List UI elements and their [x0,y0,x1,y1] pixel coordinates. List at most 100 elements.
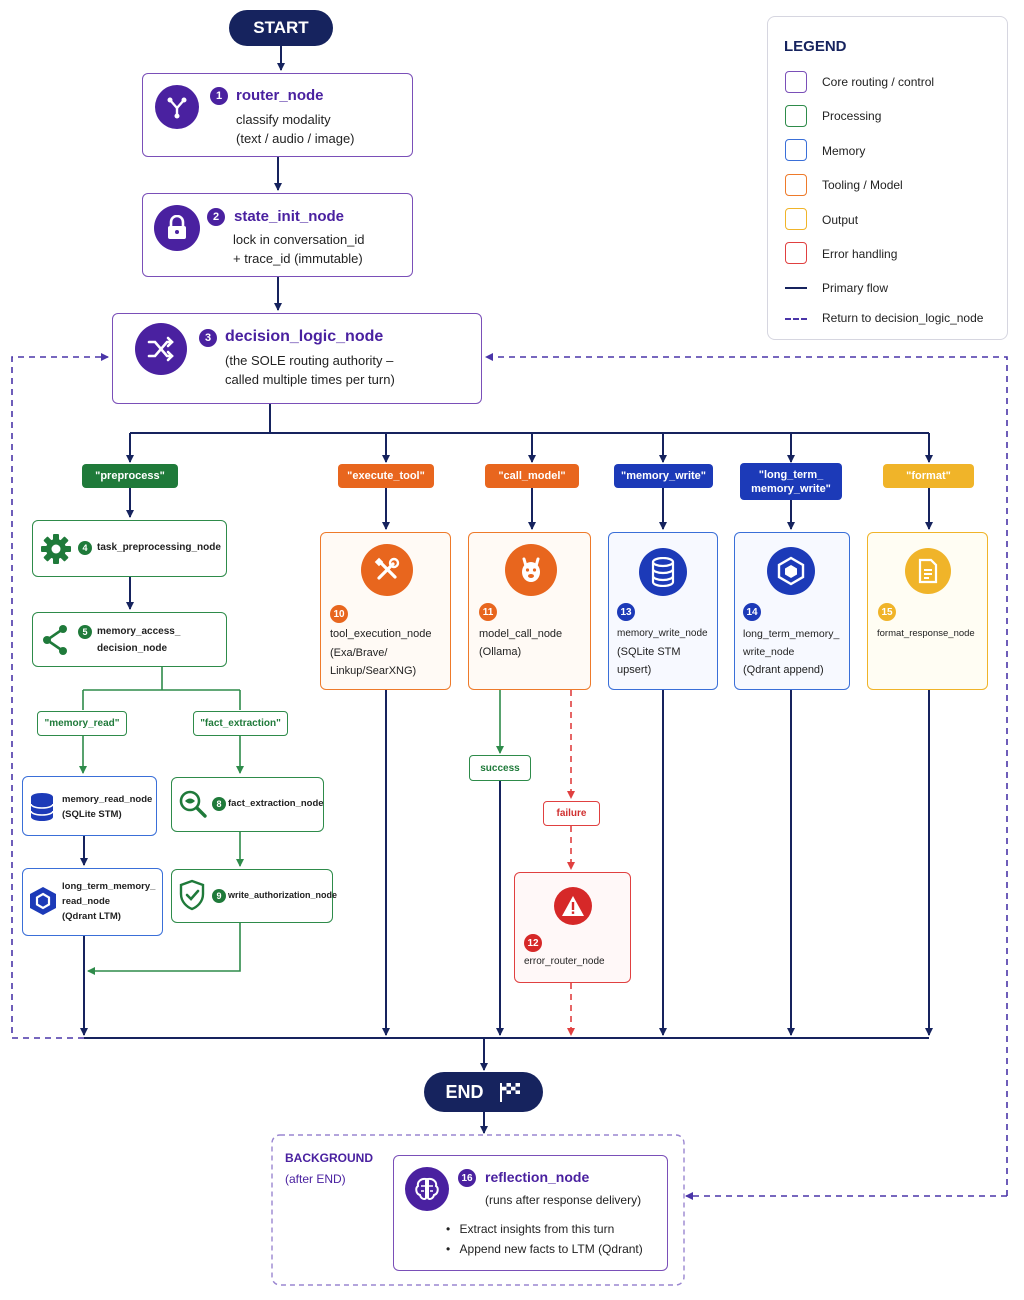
bullet-text: Extract insights from this turn [459,1222,615,1236]
node-title: memory_read_node [62,794,153,805]
state-init-node[interactable]: 2 state_init_node lock in conversation_i… [142,193,413,277]
step-number: 13 [617,603,635,621]
node-title: reflection_node [485,1169,590,1185]
tools-icon [361,544,413,596]
long-term-memory-read-node[interactable]: long_term_memory_ read_node (Qdrant LTM) [22,868,163,936]
model-call-node[interactable]: 11 model_call_node (Ollama) [468,532,591,690]
route-tag-ltm-write: "long_term_ memory_write" [740,463,842,500]
long-term-memory-write-node[interactable]: 14 long_term_memory_ write_node (Qdrant … [734,532,850,690]
step-number: 11 [479,603,497,621]
legend-label: Return to decision_logic_node [822,311,984,325]
background-title: BACKGROUND [285,1151,373,1165]
route-tag-line2: memory_write" [751,482,831,495]
shuffle-icon [135,323,187,375]
route-tag-line1: "long_term_ [758,468,824,481]
route-tag-success: success [469,755,531,781]
task-preprocessing-node[interactable]: 4 task_preprocessing_node [32,520,227,577]
node-title: write_authorization_node [228,890,338,900]
legend-label: Error handling [822,247,898,261]
node-title: memory_write_node [617,628,708,639]
node-title-line2: read_node [62,896,111,907]
step-number: 1 [210,87,228,105]
step-number: 2 [207,208,225,226]
write-authorization-node[interactable]: 9 write_authorization_node [171,869,337,923]
node-title: router_node [236,87,324,104]
tool-execution-node[interactable]: 10 tool_execution_node (Exa/Brave/ Linku… [320,532,451,690]
checkered-flag-icon [498,1081,522,1103]
node-desc: (SQLite STM) [62,809,122,820]
format-response-node[interactable]: 15 format_response_node [867,532,988,690]
node-desc-line1: (SQLite STM [617,646,681,658]
llama-icon [505,544,557,596]
legend-swatch-output [785,208,807,230]
node-title-line1: long_term_memory_ [62,881,156,892]
legend-swatch-error [785,242,807,264]
router-node[interactable]: 1 router_node classify modality (text / … [142,73,413,157]
step-number: 10 [330,605,348,623]
node-desc-line2: (text / audio / image) [236,131,355,146]
step-number: 3 [199,329,217,347]
memory-access-decision-node[interactable]: 5 memory_access_ decision_node [32,612,227,667]
memory-write-node[interactable]: 13 memory_write_node (SQLite STM upsert) [608,532,718,690]
legend-line-primary [785,287,807,289]
node-desc-line2: Linkup/SearXNG) [330,665,417,677]
brain-icon [405,1167,449,1211]
legend-label: Core routing / control [822,75,935,89]
end-terminal: END [424,1072,543,1112]
route-tag-fact-extraction: "fact_extraction" [193,711,288,736]
route-tag-preprocess: "preprocess" [82,464,178,488]
node-title-line1: memory_access_ [97,626,181,637]
step-number: 15 [878,603,896,621]
reflection-node[interactable]: 16 reflection_node (runs after response … [393,1155,668,1271]
legend-title: LEGEND [784,38,847,55]
hexagon-icon [767,547,815,595]
database-icon [29,792,55,827]
step-number: 12 [524,934,542,952]
node-title: decision_logic_node [225,328,384,345]
step-number: 4 [78,541,92,555]
node-desc-line2: called multiple times per turn) [225,372,395,387]
node-desc-line2: upsert) [617,664,652,676]
legend-label: Primary flow [822,281,889,295]
node-desc-line1: (Qdrant append) [743,664,824,676]
bullet-item: • Extract insights from this turn [446,1222,615,1236]
gear-icon [40,533,72,570]
end-label: END [445,1081,484,1102]
decision-logic-node[interactable]: 3 decision_logic_node (the SOLE routing … [112,313,482,404]
route-tag-call-model: "call_model" [485,464,579,488]
node-desc-line1: (Ollama) [479,646,522,658]
legend-label: Output [822,213,859,227]
warning-icon [554,887,592,925]
node-title: model_call_node [479,628,563,640]
step-number: 5 [78,625,92,639]
legend-swatch-core [785,71,807,93]
node-title-line2: write_node [743,646,795,658]
error-router-node[interactable]: 12 error_router_node [514,872,631,983]
memory-read-node[interactable]: memory_read_node (SQLite STM) [22,776,157,836]
node-title: state_init_node [234,208,345,225]
node-desc-line2: + trace_id (immutable) [233,251,363,266]
node-title: task_preprocessing_node [97,542,221,553]
node-title-line2: decision_node [97,643,168,654]
node-desc-line1: lock in conversation_id [233,232,365,247]
legend-label: Tooling / Model [822,178,903,192]
legend-label: Processing [822,109,882,123]
node-desc: (Qdrant LTM) [62,911,121,922]
node-title-line1: long_term_memory_ [743,628,840,640]
legend-swatch-memory [785,139,807,161]
node-desc-line1: classify modality [236,112,331,127]
legend-swatch-processing [785,105,807,127]
fact-extraction-node[interactable]: 8 fact_extraction_node [171,777,324,832]
legend-line-return [785,318,807,320]
route-tag-format: "format" [883,464,974,488]
background-subtitle: (after END) [285,1172,346,1186]
node-title: tool_execution_node [330,628,432,640]
route-tag-execute-tool: "execute_tool" [338,464,434,488]
bullet-text: Append new facts to LTM (Qdrant) [459,1242,643,1256]
route-tag-failure: failure [543,801,600,826]
legend-label: Memory [822,144,866,158]
node-title: fact_extraction_node [228,798,324,809]
step-number: 16 [458,1169,476,1187]
document-icon [905,548,951,594]
node-title: format_response_node [877,628,975,639]
